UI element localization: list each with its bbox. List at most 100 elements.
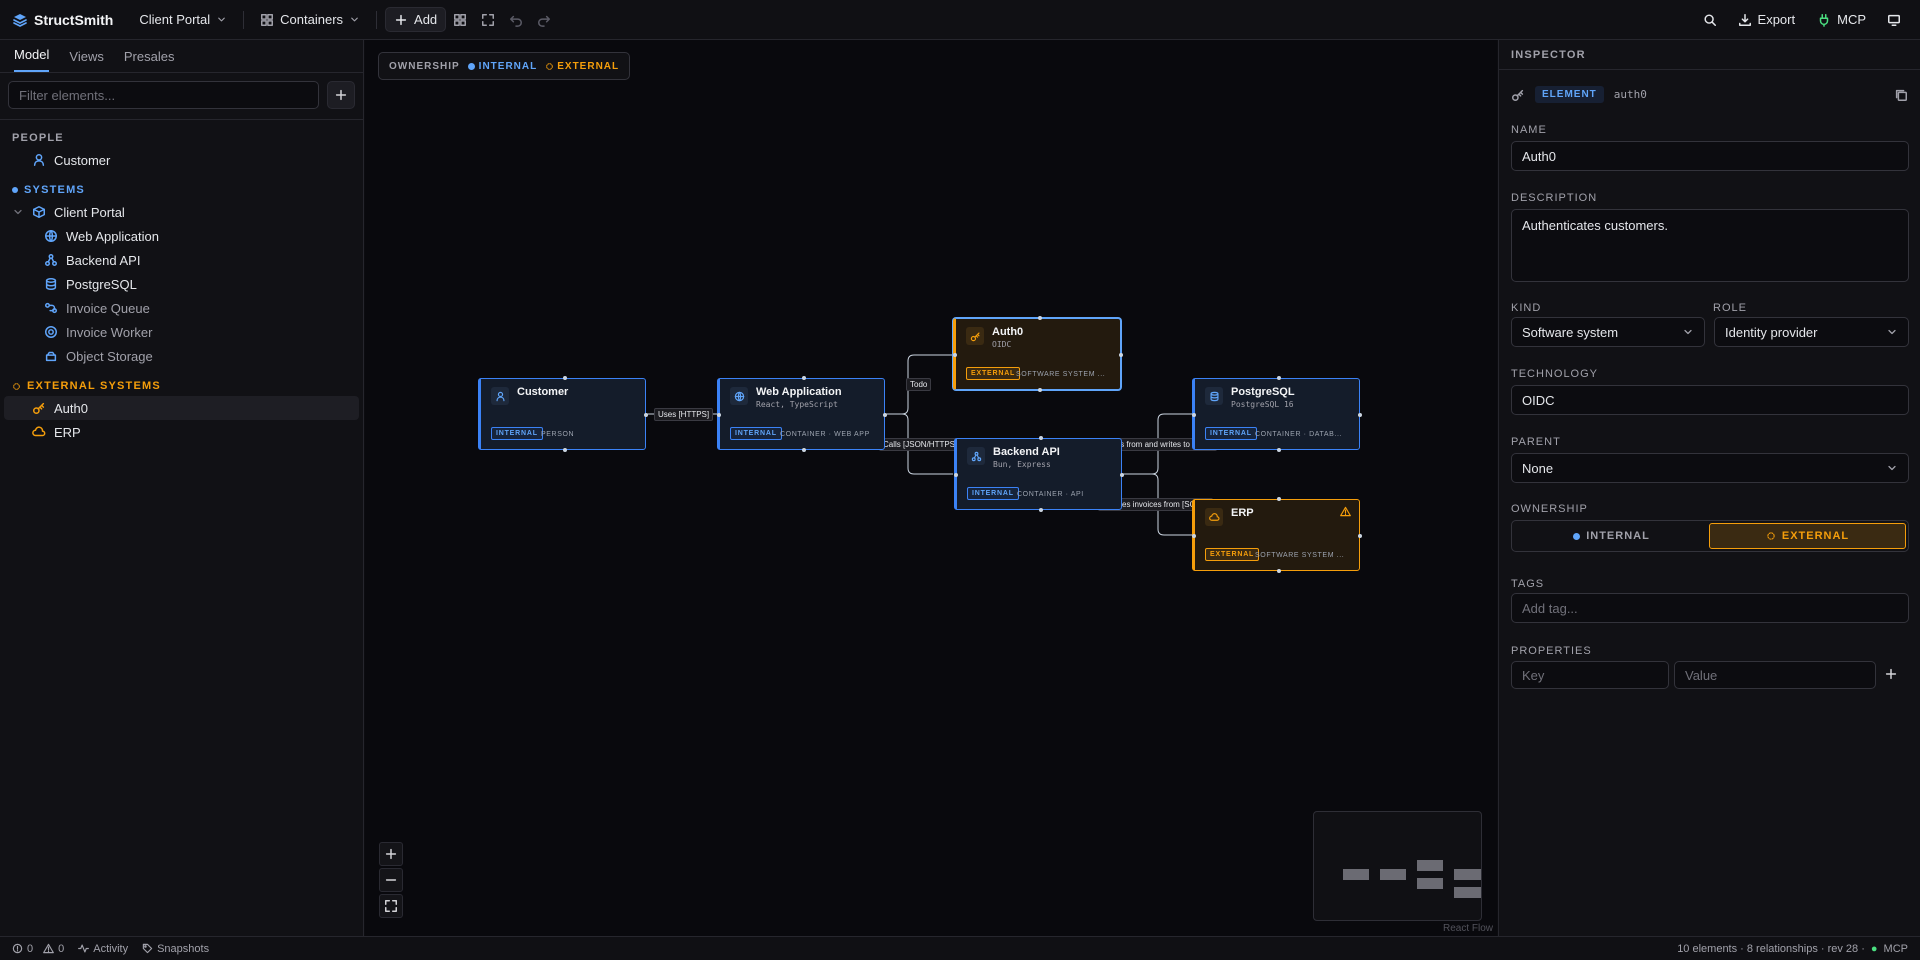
tree-item-erp[interactable]: ERP xyxy=(0,420,363,444)
parent-select[interactable]: None xyxy=(1511,453,1909,483)
handle[interactable] xyxy=(563,448,567,452)
tree-item-web-application[interactable]: Web Application xyxy=(0,224,363,248)
ownership-external-label: EXTERNAL xyxy=(1781,530,1850,542)
node-kind: CONTAINER · API xyxy=(1017,491,1084,498)
external-icon xyxy=(13,382,20,390)
handle[interactable] xyxy=(1277,569,1281,573)
ownership-external-option[interactable]: EXTERNAL xyxy=(1709,523,1906,549)
react-flow-attribution[interactable]: React Flow xyxy=(1442,923,1493,934)
filter-input[interactable]: Filter elements... xyxy=(8,81,319,109)
handle[interactable] xyxy=(1119,353,1123,357)
handle[interactable] xyxy=(1120,473,1124,477)
activity-button[interactable]: Activity xyxy=(78,943,128,955)
tree-item-label: Invoice Queue xyxy=(66,300,150,316)
zoom-in-button[interactable] xyxy=(379,842,403,866)
toolbar-right: Export MCP xyxy=(1696,6,1908,34)
tree-item-postgresql[interactable]: PostgreSQL xyxy=(0,272,363,296)
project-name: Client Portal xyxy=(139,12,211,27)
handle[interactable] xyxy=(1038,316,1042,320)
technology-field[interactable]: OIDC xyxy=(1511,385,1909,415)
handle[interactable] xyxy=(1039,508,1043,512)
node-customer[interactable]: Customer INTERNAL PERSON xyxy=(478,376,648,452)
grid-icon xyxy=(261,13,274,26)
legend-label: OWNERSHIP xyxy=(389,60,460,72)
handle[interactable] xyxy=(1358,413,1362,417)
errors-indicator[interactable]: 0 0 xyxy=(12,943,64,955)
handle[interactable] xyxy=(717,413,721,417)
view-mode-selector[interactable]: Containers xyxy=(252,8,368,31)
node-erp[interactable]: ERP EXTERNAL SOFTWARE SYSTEM ... xyxy=(1192,497,1362,573)
zoom-controls xyxy=(379,842,403,918)
description-field[interactable]: Authenticates customers. xyxy=(1511,209,1909,282)
handle[interactable] xyxy=(1277,376,1281,380)
redo-button[interactable] xyxy=(530,6,558,34)
view-mode-label: Containers xyxy=(280,12,344,27)
handle[interactable] xyxy=(1277,448,1281,452)
edge-label-calls[interactable]: Calls [JSON/HTTPS] xyxy=(879,438,962,451)
plus-icon xyxy=(385,848,397,860)
handle[interactable] xyxy=(802,448,806,452)
tree-item-backend-api[interactable]: Backend API xyxy=(0,248,363,272)
property-value-input[interactable]: Value xyxy=(1674,661,1876,689)
tags-input[interactable]: Add tag... xyxy=(1511,593,1909,623)
layers-icon xyxy=(13,13,27,27)
tree-item-label: Object Storage xyxy=(66,348,153,364)
chat-button[interactable] xyxy=(1880,6,1908,34)
handle[interactable] xyxy=(644,413,648,417)
zoom-out-button[interactable] xyxy=(379,868,403,892)
name-field[interactable]: Auth0 xyxy=(1511,141,1909,171)
undo-button[interactable] xyxy=(502,6,530,34)
search-button[interactable] xyxy=(1696,6,1724,34)
add-button[interactable]: Add xyxy=(385,7,447,32)
handle[interactable] xyxy=(1039,436,1043,440)
brand[interactable]: StructSmith xyxy=(12,12,113,28)
add-property-button[interactable] xyxy=(1884,667,1898,681)
key-icon xyxy=(33,402,45,414)
tree-item-customer[interactable]: Customer xyxy=(0,148,363,172)
handle[interactable] xyxy=(883,413,887,417)
node-title: Backend API xyxy=(993,446,1060,458)
add-element-button[interactable] xyxy=(327,81,355,109)
snapshots-button[interactable]: Snapshots xyxy=(142,943,209,955)
kind-select[interactable]: Software system xyxy=(1511,317,1705,347)
tab-views[interactable]: Views xyxy=(69,49,104,64)
handle[interactable] xyxy=(1192,413,1196,417)
chevron-down-icon[interactable] xyxy=(12,206,24,218)
tree-item-invoice-queue[interactable]: Invoice Queue xyxy=(0,296,363,320)
handle[interactable] xyxy=(1038,388,1042,392)
node-backend-api[interactable]: Backend API Bun, Express INTERNAL CONTAI… xyxy=(954,436,1124,512)
handle[interactable] xyxy=(953,353,957,357)
handle[interactable] xyxy=(1358,534,1362,538)
copy-icon[interactable] xyxy=(1894,88,1908,102)
handle[interactable] xyxy=(563,376,567,380)
fit-view-button[interactable] xyxy=(379,894,403,918)
minimap[interactable] xyxy=(1313,811,1482,921)
warning-icon[interactable] xyxy=(1340,506,1351,517)
handle[interactable] xyxy=(802,376,806,380)
handle[interactable] xyxy=(1277,497,1281,501)
role-select[interactable]: Identity provider xyxy=(1714,317,1909,347)
technology-label: TECHNOLOGY xyxy=(1511,368,1599,380)
fullscreen-button[interactable] xyxy=(474,6,502,34)
handle[interactable] xyxy=(1192,534,1196,538)
ownership-internal-option[interactable]: INTERNAL xyxy=(1514,523,1709,549)
tree-item-client-portal[interactable]: Client Portal xyxy=(0,200,363,224)
tab-presales[interactable]: Presales xyxy=(123,49,175,64)
mcp-button[interactable]: MCP xyxy=(1809,8,1874,31)
edge-label-uses[interactable]: Uses [HTTPS] xyxy=(654,408,714,421)
tree-item-invoice-worker[interactable]: Invoice Worker xyxy=(0,320,363,344)
diagram-canvas[interactable]: OWNERSHIP INTERNAL EXTERNAL Uses [HTTPS]… xyxy=(365,40,1497,936)
property-key-input[interactable]: Key xyxy=(1511,661,1669,689)
chevron-down-icon xyxy=(1888,329,1896,335)
edge-label-todo[interactable]: Todo xyxy=(906,378,932,391)
auto-layout-button[interactable] xyxy=(446,6,474,34)
tab-model[interactable]: Model xyxy=(14,47,50,72)
handle[interactable] xyxy=(954,473,958,477)
project-selector[interactable]: Client Portal xyxy=(131,8,235,31)
node-postgresql[interactable]: PostgreSQL PostgreSQL 16 INTERNAL CONTAI… xyxy=(1192,376,1362,452)
node-auth0[interactable]: Auth0 OIDC EXTERNAL SOFTWARE SYSTEM ... xyxy=(953,316,1123,392)
tree-item-auth0[interactable]: Auth0 xyxy=(4,396,359,420)
export-button[interactable]: Export xyxy=(1730,8,1804,31)
node-web-application[interactable]: Web Application React, TypeScript INTERN… xyxy=(717,376,887,452)
tree-item-object-storage[interactable]: Object Storage xyxy=(0,344,363,368)
